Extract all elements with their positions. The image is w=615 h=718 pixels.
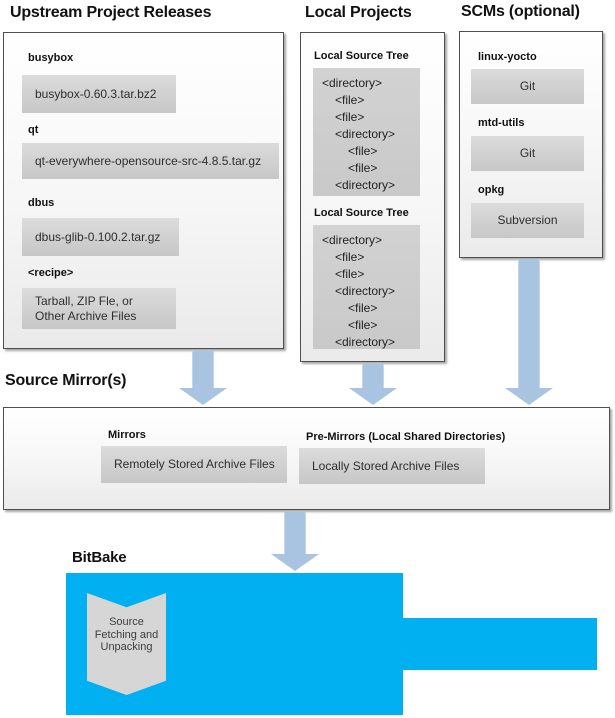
arrow-head bbox=[271, 554, 319, 571]
mirrors-chip: Remotely Stored Archive Files bbox=[101, 446, 287, 483]
source-fetching-banner: Source Fetching and Unpacking bbox=[87, 593, 166, 695]
arrow-head bbox=[349, 388, 397, 405]
tree-line: <directory> bbox=[322, 76, 383, 90]
arrow-shaft bbox=[284, 512, 306, 554]
upstream-title: Upstream Project Releases bbox=[10, 4, 212, 21]
tree-line: <directory> bbox=[335, 127, 396, 141]
local-source-tree: <directory> <file> <file> <directory> <f… bbox=[313, 68, 420, 196]
arrow-shaft bbox=[192, 351, 214, 388]
source-mirrors-panel: Mirrors Remotely Stored Archive Files Pr… bbox=[3, 407, 610, 510]
upstream-item-label: busybox bbox=[28, 52, 74, 64]
arrow-scms-to-mirrors bbox=[505, 259, 553, 405]
upstream-item-chip: busybox-0.60.3.tar.bz2 bbox=[22, 75, 176, 113]
bitbake-output-band bbox=[403, 618, 597, 670]
arrow-shaft bbox=[362, 364, 384, 388]
tree-line: <file> bbox=[348, 301, 378, 315]
arrow-upstream-to-mirrors bbox=[179, 351, 227, 405]
source-mirrors-title: Source Mirror(s) bbox=[5, 372, 127, 389]
tree-line: <file> bbox=[348, 144, 378, 158]
upstream-item-label: <recipe> bbox=[28, 267, 74, 279]
tree-line: <directory> bbox=[335, 178, 396, 192]
arrow-head bbox=[179, 388, 227, 405]
premirrors-chip: Locally Stored Archive Files bbox=[299, 448, 485, 484]
scm-item-chip: Git bbox=[471, 136, 584, 171]
local-source-tree-label: Local Source Tree bbox=[314, 207, 409, 219]
mirrors-label: Mirrors bbox=[108, 429, 146, 441]
premirrors-label: Pre-Mirrors (Local Shared Directories) bbox=[306, 431, 506, 443]
tree-line: <file> bbox=[335, 267, 365, 281]
tree-line: <file> bbox=[335, 250, 365, 264]
arrow-local-to-mirrors bbox=[349, 364, 397, 405]
local-source-tree-label: Local Source Tree bbox=[314, 50, 409, 62]
arrow-mirrors-to-bitbake bbox=[271, 512, 319, 571]
scm-item-chip: Git bbox=[471, 69, 584, 104]
scms-title: SCMs (optional) bbox=[461, 3, 580, 20]
bitbake-title: BitBake bbox=[72, 549, 127, 566]
upstream-item-chip: Tarball, ZIP Fle, or Other Archive Files bbox=[22, 288, 176, 329]
local-projects-title: Local Projects bbox=[305, 4, 412, 21]
scm-item-chip: Subversion bbox=[471, 203, 584, 238]
arrow-head bbox=[505, 388, 553, 405]
tree-line: <file> bbox=[335, 110, 365, 124]
scms-panel: linux-yocto Git mtd-utils Git opkg Subve… bbox=[459, 31, 603, 258]
upstream-item-chip: qt-everywhere-opensource-src-4.8.5.tar.g… bbox=[22, 143, 279, 179]
tree-line: <file> bbox=[348, 161, 378, 175]
local-projects-panel: Local Source Tree <directory> <file> <fi… bbox=[300, 32, 445, 362]
tree-line: <directory> bbox=[322, 233, 383, 247]
scm-item-label: opkg bbox=[478, 184, 505, 196]
tree-line: <directory> bbox=[335, 335, 396, 349]
tree-line: <file> bbox=[335, 93, 365, 107]
scm-item-label: mtd-utils bbox=[478, 117, 525, 129]
upstream-item-label: dbus bbox=[28, 197, 55, 209]
upstream-item-chip: dbus-glib-0.100.2.tar.gz bbox=[22, 218, 179, 256]
arrow-shaft bbox=[518, 259, 540, 388]
upstream-item-label: qt bbox=[28, 124, 39, 136]
scm-item-label: linux-yocto bbox=[478, 51, 537, 63]
tree-line: <directory> bbox=[335, 284, 396, 298]
upstream-panel: busybox busybox-0.60.3.tar.bz2 qt qt-eve… bbox=[3, 32, 284, 349]
local-source-tree: <directory> <file> <file> <directory> <f… bbox=[313, 225, 420, 349]
tree-line: <file> bbox=[348, 318, 378, 332]
